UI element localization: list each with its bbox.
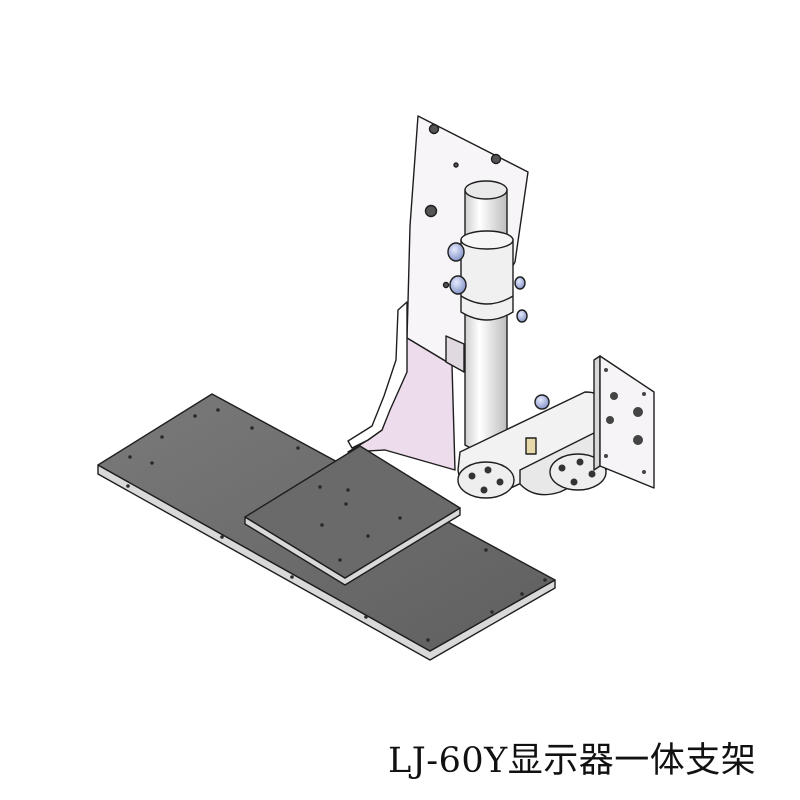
bracket-hole	[490, 153, 502, 165]
bracket-hole	[428, 123, 440, 135]
keyboard-tray	[97, 393, 556, 661]
bracket-hole	[442, 281, 450, 289]
vesa-plate-side	[593, 355, 601, 471]
bracket-side-flange	[347, 301, 408, 449]
bracket-hole	[453, 162, 459, 168]
arm-joint	[457, 461, 515, 499]
bracket-hole	[424, 204, 438, 218]
clamp-knob	[447, 242, 465, 262]
clamp-knob	[514, 276, 526, 290]
tray-plate-upper	[244, 445, 461, 579]
pole-body	[464, 189, 508, 453]
arm-pin	[525, 437, 537, 455]
bracket-slot	[445, 335, 465, 373]
monitor-pole	[447, 180, 528, 453]
arm-joint	[549, 453, 607, 491]
arm-knob	[534, 394, 550, 410]
pole-top	[464, 180, 508, 200]
swing-arm	[457, 355, 655, 499]
tray-holes	[126, 408, 547, 642]
clamp-knob	[516, 309, 528, 323]
pole-clamp	[460, 239, 514, 321]
product-caption: LJ-60Y显示器一体支架	[388, 741, 757, 781]
clamp-knob	[449, 275, 467, 295]
vesa-plate	[599, 355, 655, 489]
